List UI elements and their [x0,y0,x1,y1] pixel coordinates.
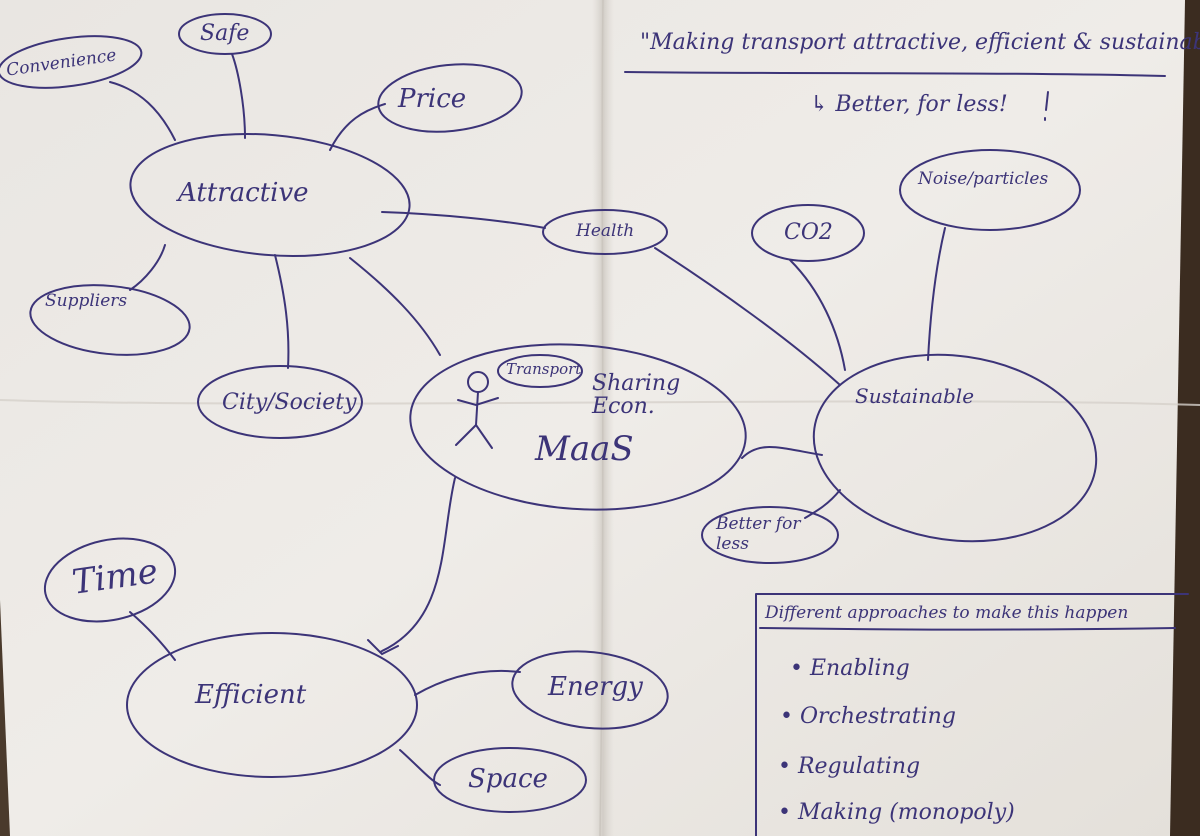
co2-label: CO2 [784,220,833,245]
approach-item: • Enabling [790,656,910,681]
co2-ellipse [751,204,865,262]
sustainable-label: Sustainable [855,384,975,408]
approaches-box [755,593,1189,836]
transport-bubble-label: Transport [506,360,582,378]
exclamation-mark [1044,91,1049,121]
noise-particles-ellipse [899,149,1081,231]
energy-label: Energy [548,672,643,702]
energy-ellipse [511,650,669,730]
approach-item: • Making (monopoly) [778,800,1015,825]
city-society-ellipse [197,365,363,439]
price-label: Price [398,84,467,114]
connector-efficient-time [129,611,176,661]
transport-bubble [497,354,583,388]
approach-item: • Regulating [778,754,921,779]
health-label: Health [576,221,635,241]
convenience-ellipse [0,35,143,89]
fold-crease [599,0,604,836]
connector-health-sustainable [654,247,841,386]
attractive-ellipse [129,132,411,258]
space-label: Space [468,764,548,794]
suppliers-ellipse [29,284,191,356]
maas-label: MaaS [535,429,634,469]
better-for-less-ellipse [701,506,839,564]
suppliers-label: Suppliers [45,291,128,311]
connector-maas-efficient [379,477,456,653]
dark-background-left [0,600,10,836]
connector-attractive-health [381,211,546,229]
connector-attractive-convenience [109,81,176,141]
approaches-underline [759,627,1176,631]
horizontal-fold [0,399,1200,406]
title-text: "Making transport attractive, efficient … [640,30,1200,55]
better-for-less-label: Better for less [716,514,801,554]
efficient-label: Efficient [195,680,307,710]
center-maas-ellipse [409,343,747,511]
approach-item: • Orchestrating [780,704,956,729]
connector-efficient-space [399,749,441,786]
dark-background-corner [1170,0,1200,836]
efficient-ellipse [126,632,418,778]
connector-co2-sustainable [789,259,846,371]
connector-efficient-energy [414,669,521,696]
connector-noise-sustainable [927,227,946,361]
time-ellipse [43,537,177,623]
connector-attractive-maas [349,257,441,356]
city-society-label: City/Society [222,390,357,415]
safe-label: Safe [200,21,250,46]
connector-attractive-suppliers [129,244,166,291]
connector-attractive-city [274,254,290,369]
stick-figure-icon [455,371,499,449]
attractive-label: Attractive [178,178,309,208]
health-ellipse [542,209,668,255]
noise-particles-label: Noise/particles [918,169,1049,189]
approaches-heading: Different approaches to make this happen [765,603,1129,623]
subtitle-text: ↳ Better, for less! [810,92,1008,117]
connector-sustainable-betterforless [804,489,841,519]
connector-attractive-price [329,103,386,151]
sustainable-ellipse [812,353,1098,543]
arrowhead-efficient [367,639,399,656]
safe-ellipse [178,13,272,55]
sharing-economy-label: Sharing Econ. [592,371,681,420]
connector-maas-sustainable [741,446,823,459]
title-underline [624,71,1166,77]
connector-attractive-safe [231,53,246,139]
